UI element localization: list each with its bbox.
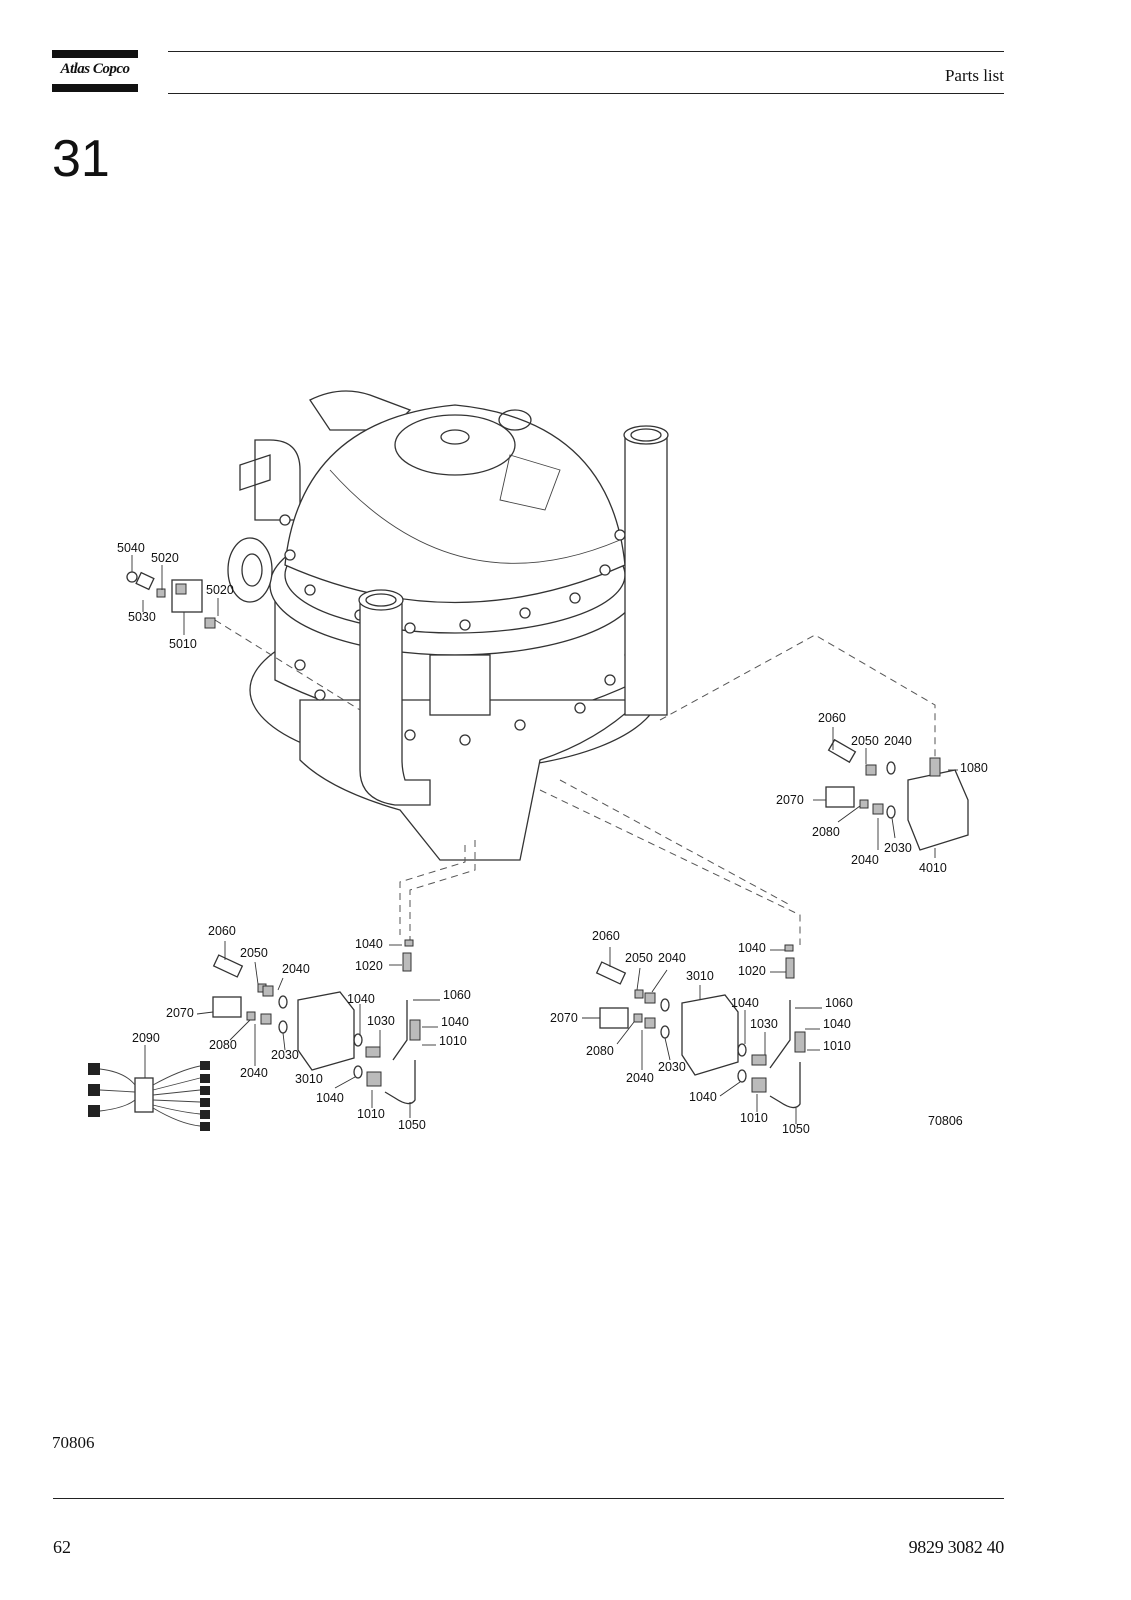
callout-1040: 1040	[441, 1015, 469, 1029]
section-number: 31	[52, 130, 110, 188]
logo-wordmark: Atlas Copco	[60, 61, 130, 77]
callout-1080: 1080	[960, 761, 988, 775]
connection-lines	[214, 619, 936, 945]
callout-2080: 2080	[812, 825, 840, 839]
callout-2070: 2070	[166, 1006, 194, 1020]
section-label: Parts list	[944, 66, 1004, 85]
callout-1040: 1040	[738, 941, 766, 955]
header-rule-top	[168, 51, 1004, 52]
exploded-parts-drawing: 5040 5020 5020 5030 5010 2060 2050 2040 …	[88, 390, 988, 1136]
callout-5010: 5010	[169, 637, 197, 651]
callout-1060: 1060	[443, 988, 471, 1002]
callout-1050: 1050	[398, 1118, 426, 1132]
atlas-copco-logo: Atlas Copco	[52, 50, 138, 92]
right-sensor-group	[825, 738, 969, 851]
figure-code: 70806	[52, 1433, 95, 1452]
callout-5040: 5040	[117, 541, 145, 555]
callout-1010: 1010	[439, 1034, 467, 1048]
solenoid-valve-group	[126, 571, 216, 629]
callout-2040: 2040	[282, 962, 310, 976]
leader-lines	[131, 555, 958, 1124]
separator-vessel	[227, 390, 669, 861]
callout-2050: 2050	[240, 946, 268, 960]
callout-1040: 1040	[355, 937, 383, 951]
callout-2060: 2060	[592, 929, 620, 943]
callout-4010: 4010	[919, 861, 947, 875]
lower-left-sensor-group	[88, 939, 421, 1131]
document-number: 9829 3082 40	[908, 1537, 1005, 1557]
callout-1030: 1030	[367, 1014, 395, 1028]
callout-2040: 2040	[658, 951, 686, 965]
callout-2050: 2050	[625, 951, 653, 965]
callout-2040: 2040	[851, 853, 879, 867]
callout-2070: 2070	[776, 793, 804, 807]
callout-1020: 1020	[355, 959, 383, 973]
callout-2080: 2080	[209, 1038, 237, 1052]
callout-labels: 5040 5020 5020 5030 5010 2060 2050 2040 …	[117, 541, 988, 1136]
callout-1040: 1040	[689, 1090, 717, 1104]
callout-2030: 2030	[271, 1048, 299, 1062]
callout-2090: 2090	[132, 1031, 160, 1045]
drawing-code: 70806	[928, 1114, 963, 1128]
callout-3010: 3010	[686, 969, 714, 983]
flange-bolts	[279, 514, 636, 746]
callout-1020: 1020	[738, 964, 766, 978]
logo-bar-top	[52, 50, 138, 58]
callout-2040: 2040	[626, 1071, 654, 1085]
callout-2030: 2030	[884, 841, 912, 855]
callout-1050: 1050	[782, 1122, 810, 1136]
callout-1030: 1030	[750, 1017, 778, 1031]
page-number: 62	[53, 1537, 71, 1557]
callout-2050: 2050	[851, 734, 879, 748]
lower-middle-sensor-group	[595, 944, 806, 1109]
callout-1060: 1060	[825, 996, 853, 1010]
callout-3010: 3010	[295, 1072, 323, 1086]
callout-1040: 1040	[823, 1017, 851, 1031]
callout-2060: 2060	[208, 924, 236, 938]
callout-2030: 2030	[658, 1060, 686, 1074]
header-rule-bottom	[168, 93, 1004, 94]
logo-bar-bottom	[52, 84, 138, 92]
callout-5020: 5020	[206, 583, 234, 597]
callout-1040: 1040	[347, 992, 375, 1006]
callout-2060: 2060	[818, 711, 846, 725]
callout-1040: 1040	[731, 996, 759, 1010]
callout-1040: 1040	[316, 1091, 344, 1105]
callout-2040: 2040	[240, 1066, 268, 1080]
callout-2040: 2040	[884, 734, 912, 748]
callout-5030: 5030	[128, 610, 156, 624]
cable-harness	[88, 1061, 210, 1131]
callout-1010: 1010	[357, 1107, 385, 1121]
callout-1010: 1010	[740, 1111, 768, 1125]
callout-1010: 1010	[823, 1039, 851, 1053]
callout-2080: 2080	[586, 1044, 614, 1058]
callout-5020: 5020	[151, 551, 179, 565]
callout-2070: 2070	[550, 1011, 578, 1025]
footer-rule	[53, 1498, 1004, 1499]
